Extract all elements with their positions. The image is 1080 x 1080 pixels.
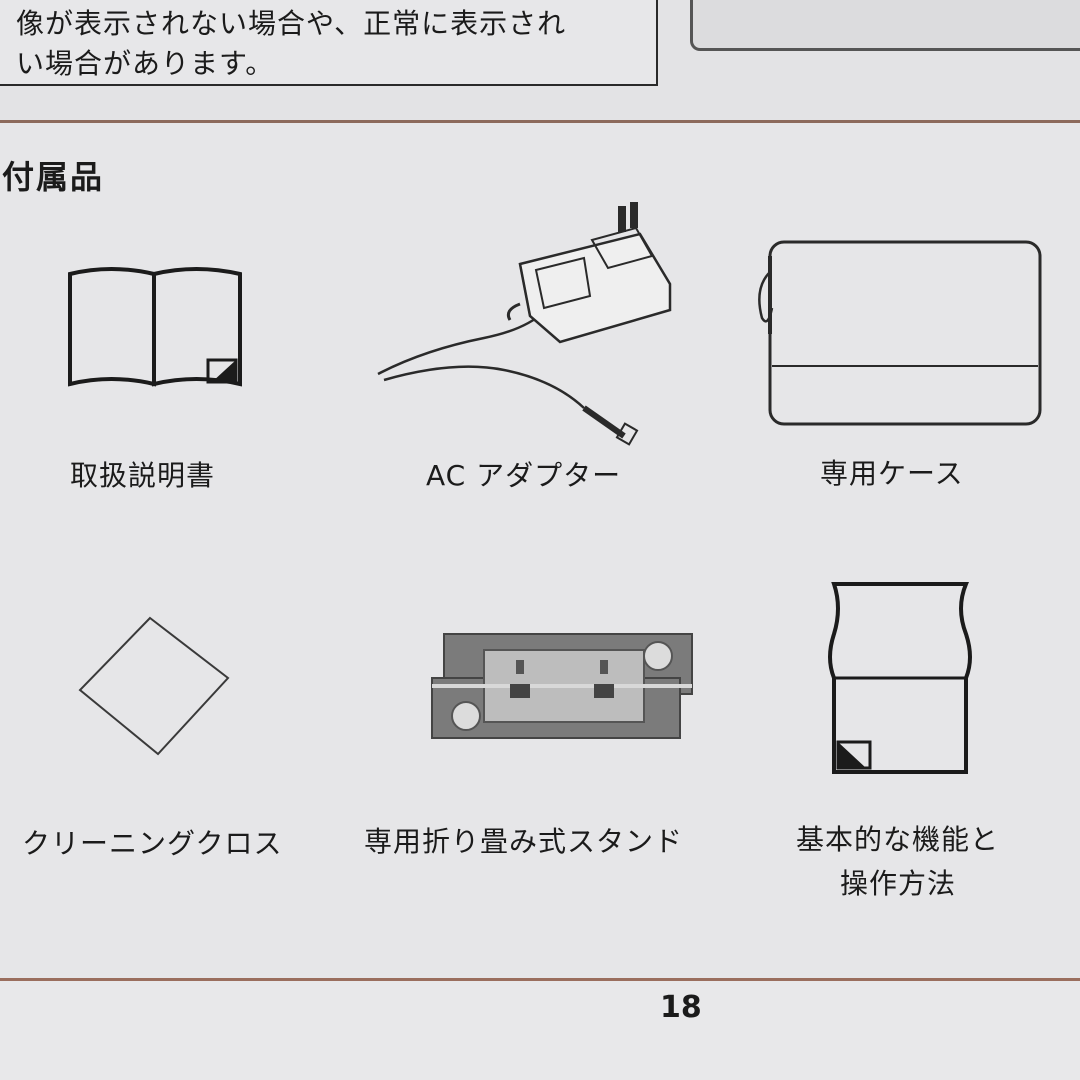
item-label-cleaning-cloth: クリーニングクロス <box>22 827 283 860</box>
guide-sheet-icon <box>826 578 976 778</box>
section-title: 付属品 <box>2 158 105 196</box>
item-label-manual: 取扱説明書 <box>70 459 216 492</box>
item-label-folding-stand: 専用折り畳み式スタンド <box>364 825 684 858</box>
item-label-ac-adapter: AC アダプター <box>426 459 622 492</box>
note-box: 像が表示されない場合や、正常に表示され い場合があります。 <box>0 0 658 86</box>
item-label-guide-line-1: 基本的な機能と <box>796 823 1000 856</box>
item-label-case: 専用ケース <box>820 457 964 490</box>
page-footer <box>0 978 1080 1080</box>
item-label-guide-line-2: 操作方法 <box>840 867 957 900</box>
note-line-1: 像が表示されない場合や、正常に表示され <box>16 7 567 40</box>
ac-adapter-icon <box>374 200 684 450</box>
page-number: 18 <box>660 990 702 1025</box>
cleaning-cloth-icon <box>76 614 232 760</box>
manual-icon <box>66 266 246 390</box>
folding-stand-icon <box>428 632 696 740</box>
case-icon <box>748 238 1044 430</box>
note-line-2: い場合があります。 <box>16 47 275 80</box>
device-illustration-edge <box>690 0 1080 51</box>
